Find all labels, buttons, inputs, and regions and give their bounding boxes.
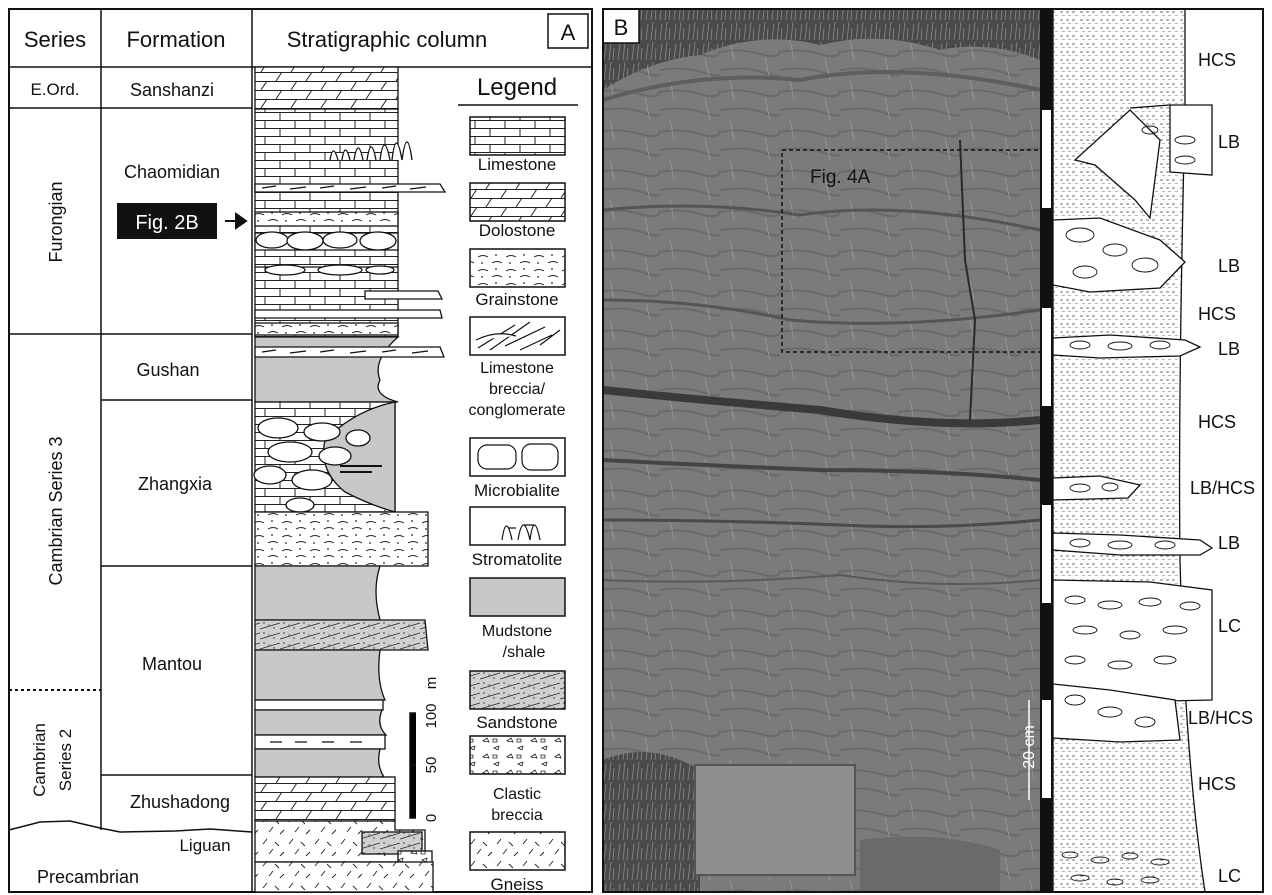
scale-unit: m xyxy=(423,677,440,690)
panel-a-label: A xyxy=(561,20,576,45)
legend-swatch-limestone xyxy=(470,117,565,155)
scale-tick-0: 0 xyxy=(423,814,440,822)
legend-microbialite: Microbialite xyxy=(474,481,560,500)
facies-lb-1: LB xyxy=(1218,132,1240,152)
facies-lb-3: LB xyxy=(1218,339,1240,359)
legend-swatch-grainstone xyxy=(470,249,565,287)
panel-b-label: B xyxy=(614,15,629,40)
legend-breccia-l3: conglomerate xyxy=(469,402,566,419)
facies-lbhcs-2: LB/HCS xyxy=(1188,708,1253,728)
legend-limestone: Limestone xyxy=(478,155,556,174)
header-formation: Formation xyxy=(126,27,225,52)
panel-b: Fig. 4A B 20 cm xyxy=(603,9,1263,892)
series-furongian: Furongian xyxy=(46,181,66,262)
legend-swatch-clastic xyxy=(470,736,565,774)
facies-lbhcs-1: LB/HCS xyxy=(1190,478,1255,498)
legend-breccia-l1: Limestone xyxy=(480,360,554,377)
header-series: Series xyxy=(24,27,86,52)
series-precambrian: Precambrian xyxy=(37,867,139,887)
legend-mudstone-l2: /shale xyxy=(503,644,546,661)
legend-clastic-l2: breccia xyxy=(491,807,543,824)
fig-2b-ref: Fig. 2B xyxy=(135,212,198,234)
legend-swatch-dolostone xyxy=(470,183,565,221)
header-column: Stratigraphic column xyxy=(287,27,488,52)
formation-zhangxia: Zhangxia xyxy=(138,474,213,494)
panel-a: A Series Formation Stratigraphic column … xyxy=(9,9,592,894)
formation-sanshanzi: Sanshanzi xyxy=(130,80,214,100)
legend-swatch-stromatolite xyxy=(470,507,565,545)
legend-swatch-sandstone xyxy=(470,671,565,709)
facies-lb-4: LB xyxy=(1218,533,1240,553)
formation-chaomidian: Chaomidian xyxy=(124,162,220,182)
formation-liguan: Liguan xyxy=(179,836,230,855)
facies-hcs-4: HCS xyxy=(1198,774,1236,794)
facies-lb-2: LB xyxy=(1218,256,1240,276)
facies-sketch xyxy=(1053,9,1212,892)
facies-lc-2: LC xyxy=(1218,866,1241,886)
legend-dolostone: Dolostone xyxy=(479,221,556,240)
legend-grainstone: Grainstone xyxy=(475,290,558,309)
legend-swatch-gneiss xyxy=(470,832,565,870)
facies-hcs-3: HCS xyxy=(1198,412,1236,432)
legend-breccia-l2: breccia/ xyxy=(489,381,546,398)
series-e-ord: E.Ord. xyxy=(30,80,79,99)
facies-lc-1: LC xyxy=(1218,616,1241,636)
legend-title: Legend xyxy=(477,74,557,101)
legend-sandstone: Sandstone xyxy=(476,713,557,732)
legend-gneiss: Gneiss xyxy=(491,875,544,894)
series-cambrian-3: Cambrian Series 3 xyxy=(46,436,66,585)
facies-hcs-1: HCS xyxy=(1198,50,1236,70)
scale-tick-100: 100 xyxy=(423,703,440,728)
formation-mantou: Mantou xyxy=(142,654,202,674)
legend-mudstone-l1: Mudstone xyxy=(482,623,552,640)
legend-swatch-mudstone xyxy=(470,578,565,616)
facies-hcs-2: HCS xyxy=(1198,304,1236,324)
series-cambrian-2-l1: Cambrian xyxy=(30,723,49,797)
scale-bar-b xyxy=(1040,9,1053,892)
fig-4a-label: Fig. 4A xyxy=(810,167,871,188)
scale-tick-50: 50 xyxy=(423,757,440,774)
legend-stromatolite: Stromatolite xyxy=(472,550,563,569)
outcrop-photo xyxy=(603,9,1040,892)
formation-zhushadong: Zhushadong xyxy=(130,792,230,812)
series-cambrian-2-l2: Series 2 xyxy=(56,729,75,791)
legend-clastic-l1: Clastic xyxy=(493,786,541,803)
formation-gushan: Gushan xyxy=(136,360,199,380)
scale-bar-a xyxy=(410,713,416,818)
